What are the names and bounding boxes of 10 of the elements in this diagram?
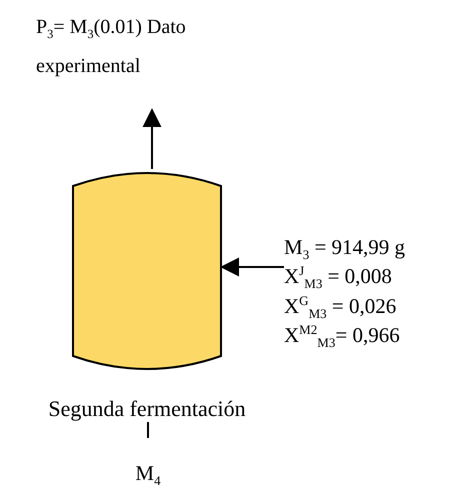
connector-line — [147, 422, 149, 438]
vessel-caption: Segunda fermentación — [47, 396, 247, 422]
stream-value: X$^{J}$$_{M3}$ = 0,008 — [284, 262, 393, 292]
stream-value: M$_{4}$ — [134, 460, 162, 486]
arrow — [220, 258, 284, 276]
stream-label: P$_{3}$= M$_{3}$(0.01) Dato experimental — [36, 15, 187, 79]
stream-value: X$^{G}$$_{M3}$ = 0,026 — [284, 292, 398, 322]
arrow — [142, 108, 162, 169]
stream-value: X$^{M2}$$_{M3}$= 0,966 — [284, 321, 401, 351]
stream-value: M$_{3}$ = 914,99 g — [284, 234, 406, 262]
